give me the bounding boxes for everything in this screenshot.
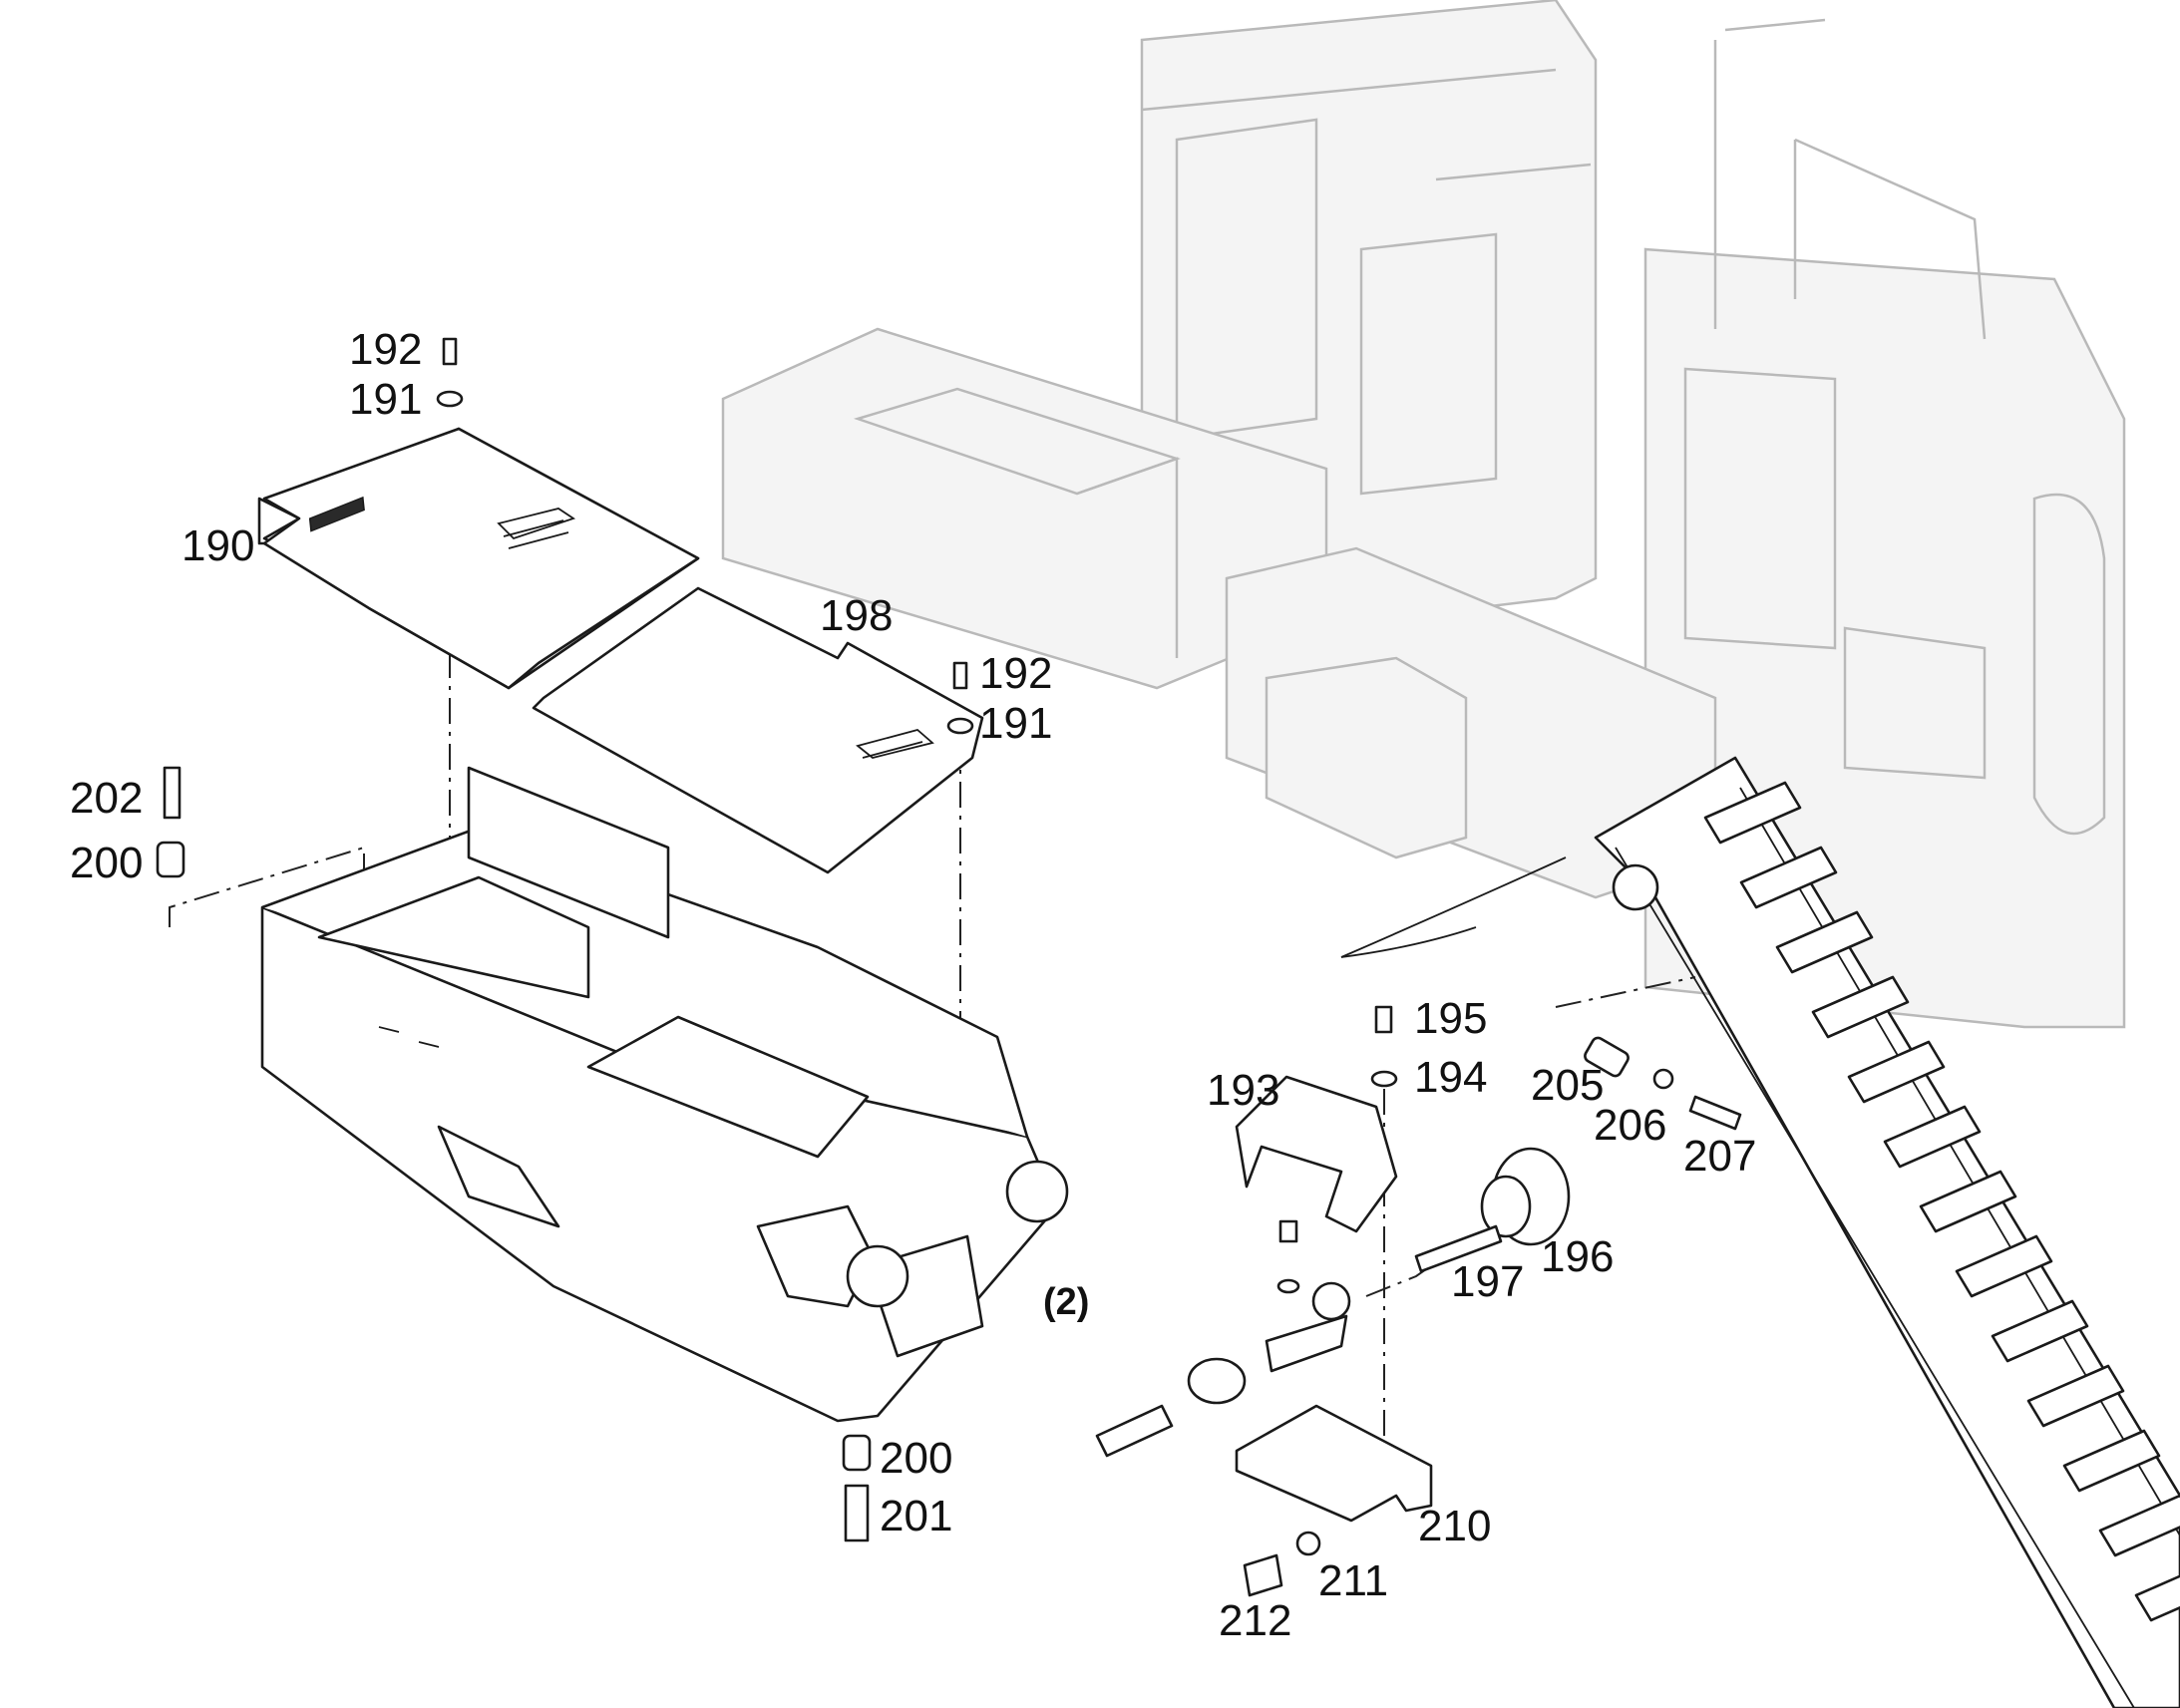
track-step — [1847, 1040, 1946, 1104]
track-conveyor — [1340, 756, 2180, 1708]
callout-201: 201 — [880, 1492, 952, 1540]
callout-193: 193 — [1207, 1066, 1279, 1115]
track-step — [1739, 846, 1838, 909]
track-step — [1811, 975, 1910, 1039]
callout-190: 190 — [182, 521, 254, 570]
callout-197: 197 — [1451, 1257, 1524, 1306]
callout-labels: 192 191 190 198 192 191 202 200 195 194 … — [70, 325, 1756, 1645]
callout-2: (2) — [1043, 1281, 1089, 1323]
track-step — [2062, 1429, 2161, 1493]
callout-196: 196 — [1541, 1232, 1614, 1281]
callout-198: 198 — [820, 591, 893, 640]
background-machine — [721, 0, 2126, 1029]
callout-192-top: 192 — [349, 325, 422, 374]
track-step — [2134, 1574, 2180, 1622]
callout-195: 195 — [1414, 994, 1487, 1043]
callout-191-right: 191 — [979, 699, 1052, 748]
main-frame — [260, 766, 1069, 1423]
callout-205: 205 — [1531, 1061, 1604, 1110]
callout-191-top: 191 — [349, 375, 422, 424]
callout-200-left: 200 — [70, 839, 143, 887]
cover-plate-190 — [257, 427, 700, 690]
callout-202: 202 — [70, 774, 143, 823]
track-step — [1919, 1170, 2017, 1233]
callout-212: 212 — [1219, 1596, 1291, 1645]
track-step — [1775, 910, 1874, 974]
callout-200-bottom: 200 — [880, 1434, 952, 1483]
track-step — [1883, 1105, 1982, 1169]
callout-207: 207 — [1683, 1132, 1756, 1181]
callout-192-right: 192 — [979, 649, 1052, 698]
cover-plate-198 — [532, 586, 984, 874]
track-step — [1703, 781, 1802, 845]
small-parts — [156, 337, 1742, 1597]
track-step — [2098, 1494, 2180, 1557]
track-step — [2026, 1364, 2125, 1428]
callout-206: 206 — [1594, 1101, 1666, 1150]
callout-210: 210 — [1418, 1502, 1491, 1550]
callout-194: 194 — [1414, 1053, 1487, 1102]
callout-211: 211 — [1318, 1556, 1388, 1605]
track-step — [1991, 1299, 2089, 1363]
track-step — [1955, 1234, 2053, 1298]
